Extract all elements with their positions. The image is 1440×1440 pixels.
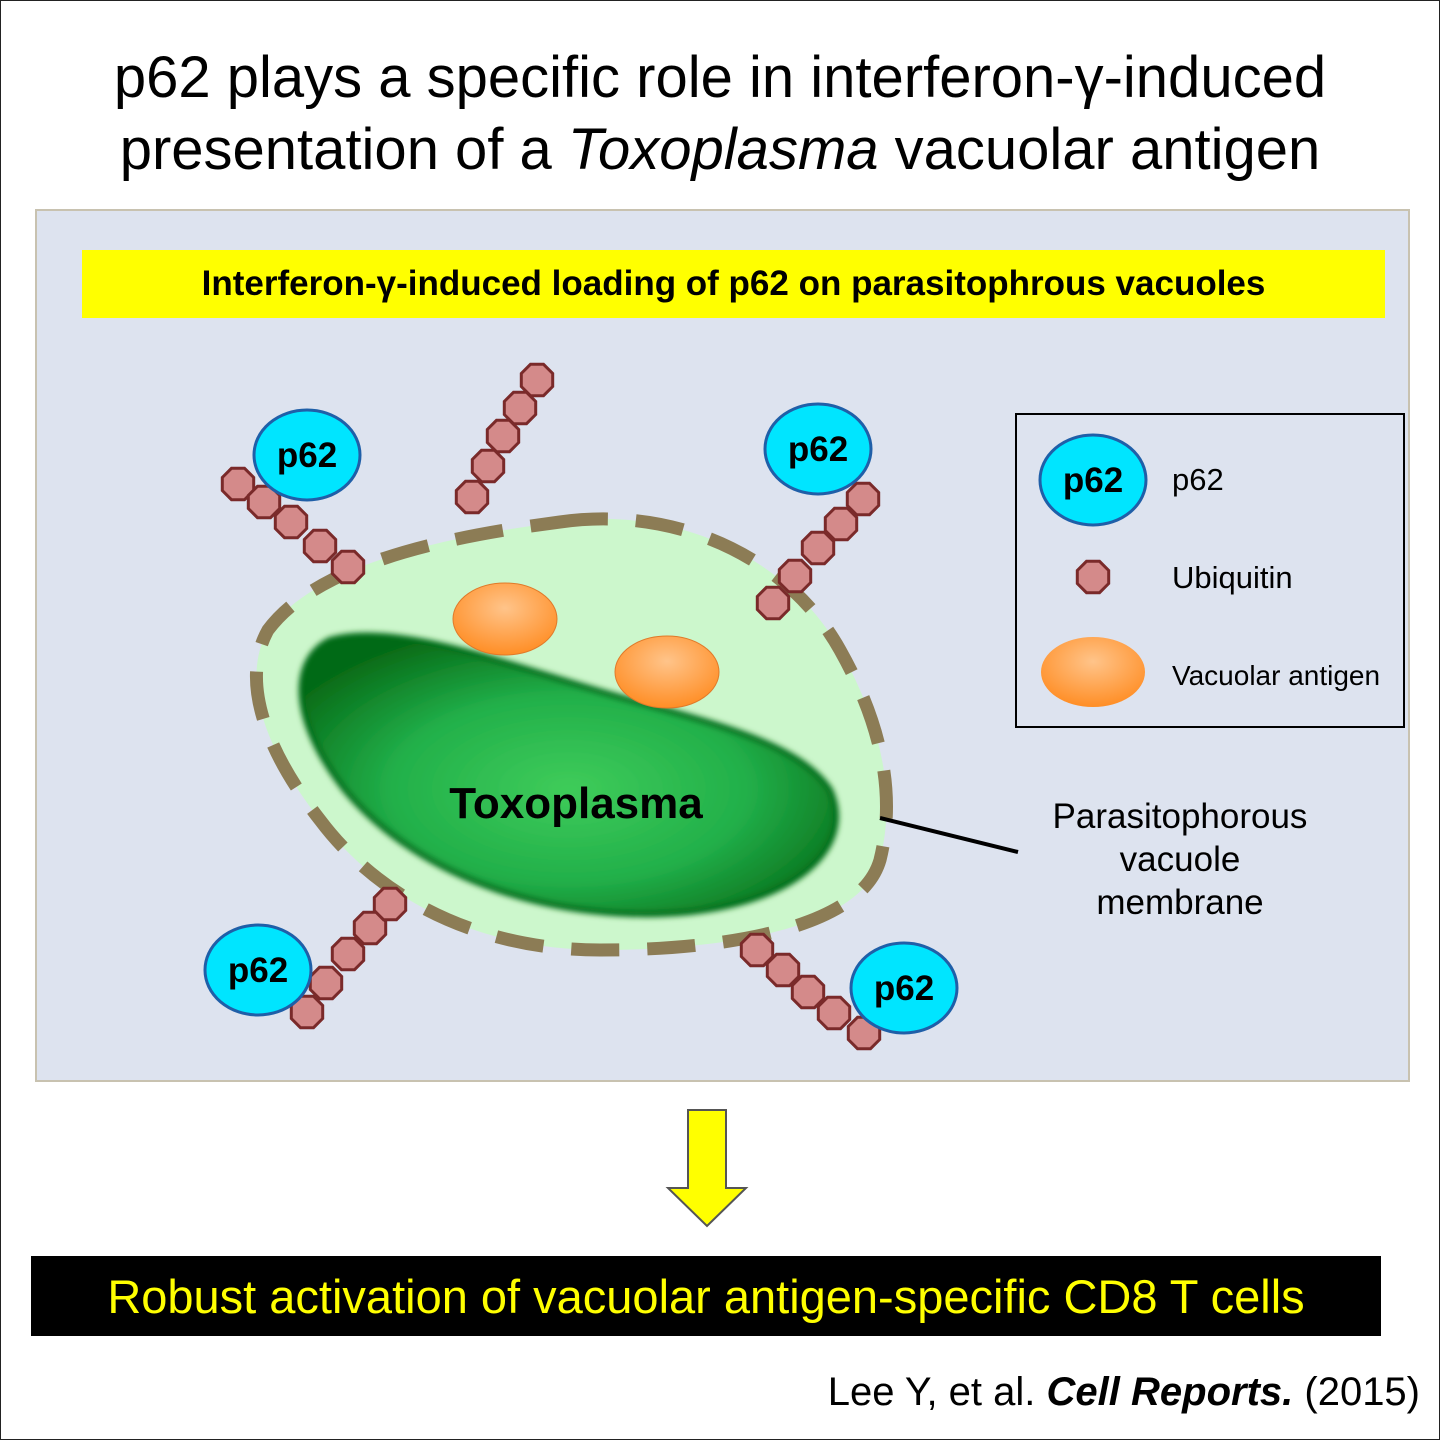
p62-label: p62 [874, 969, 934, 1008]
ubiquitin-icon [765, 952, 801, 988]
ubiquitin-icon [519, 362, 555, 398]
ubiquitin-icon [454, 479, 490, 515]
p62-icon [203, 923, 313, 1017]
legend-label-vacuolar-antigen: Vacuolar antigen [1172, 660, 1381, 691]
ubiquitin-icon [372, 886, 408, 922]
citation-journal: Cell Reports. [1046, 1370, 1294, 1414]
p62-label: p62 [788, 430, 848, 469]
ubiquitin-icon [790, 974, 826, 1010]
ubiquitin-icon [330, 936, 366, 972]
ubiquitin-icon [302, 528, 338, 564]
ubiquitin-icon [330, 549, 366, 585]
p62-label: p62 [228, 951, 288, 990]
result-box: Robust activation of vacuolar antigen-sp… [31, 1256, 1381, 1336]
ubiquitin-icon [308, 965, 344, 1001]
membrane-label: Parasitophorous vacuole membrane [1020, 795, 1340, 924]
legend-ubiquitin-icon [1075, 559, 1111, 595]
toxoplasma-parasite [298, 632, 839, 918]
p62-label: p62 [277, 436, 337, 475]
title-line-1: p62 plays a specific role in interferon-… [113, 45, 1327, 110]
ubiquitin-icon [816, 995, 852, 1031]
legend-symbols: p62 [1038, 433, 1148, 707]
figure-title: p62 plays a specific role in interferon-… [0, 42, 1440, 186]
legend-label-ubiquitin: Ubiquitin [1172, 560, 1293, 595]
vacuole-membrane [249, 512, 893, 957]
p62-icon [763, 402, 873, 496]
membrane-label-line-3: membrane [1096, 883, 1264, 922]
ubiquitin-icon [470, 448, 506, 484]
legend-label-p62: p62 [1172, 462, 1224, 497]
membrane-label-line-1: Parasitophorous [1052, 797, 1308, 836]
legend-antigen-icon [1041, 637, 1145, 707]
ubiquitin-chains [220, 362, 882, 1051]
membrane-pointer-line [879, 816, 1019, 854]
title-organism: Toxoplasma [567, 117, 879, 182]
ubiquitin-icon [485, 418, 521, 454]
legend-p62-icon [1038, 433, 1148, 527]
ubiquitin-icon [739, 932, 775, 968]
p62-icon [252, 408, 362, 502]
down-arrow-icon [665, 1109, 749, 1228]
p62-icon [849, 941, 959, 1035]
ubiquitin-icon [800, 530, 836, 566]
ubiquitin-icon [220, 466, 256, 502]
ubiquitin-icon [755, 585, 791, 621]
mechanism-banner: Interferon-γ-induced loading of p62 on p… [82, 250, 1385, 318]
citation-authors: Lee Y, et al. [827, 1370, 1036, 1414]
title-line-2-start: presentation of a [119, 117, 568, 182]
vacuolar-antigen [614, 635, 720, 709]
title-line-2: presentation of a Toxoplasma vacuolar an… [0, 114, 1440, 186]
p62-protein: p62 [849, 941, 959, 1035]
p62-protein: p62 [763, 402, 873, 496]
ubiquitin-icon [777, 558, 813, 594]
vacuolar-antigen [452, 582, 558, 656]
ubiquitin-icon [502, 390, 538, 426]
title-line-2-end: vacuolar antigen [878, 117, 1321, 182]
ubiquitin-icon [273, 504, 309, 540]
ubiquitin-icon [823, 506, 859, 542]
toxoplasma-label: Toxoplasma [449, 779, 703, 828]
membrane-label-line-2: vacuole [1119, 840, 1241, 879]
citation-year: (2015) [1304, 1370, 1420, 1414]
p62-protein: p62 [252, 408, 362, 502]
legend-p62-symbol-text: p62 [1063, 461, 1123, 500]
p62-protein: p62 [203, 923, 313, 1017]
ubiquitin-icon [845, 481, 881, 517]
p62-proteins: p62 p62 p62 p62 [203, 402, 959, 1035]
citation: Lee Y, et al. Cell Reports. (2015) [828, 1370, 1420, 1415]
legend [1015, 413, 1405, 728]
